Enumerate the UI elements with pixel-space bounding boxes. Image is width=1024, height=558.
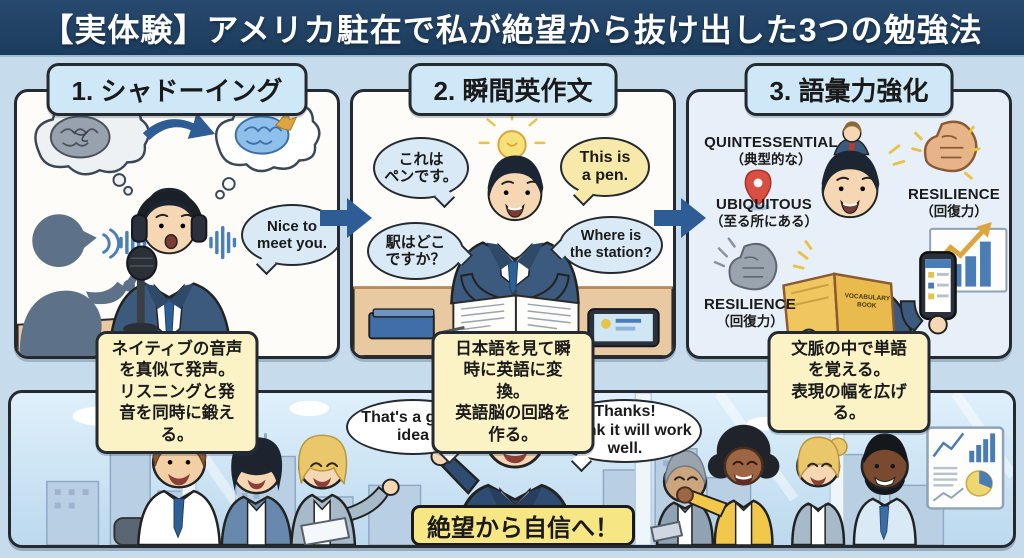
vocab-meaning: （回復力） [920,204,988,219]
sparkle-icon [792,144,906,270]
methods-row: Nice to meet you. 1. シャドーイング ネイティブの音声を真似… [0,57,1024,455]
blue-book-icon [368,308,465,340]
vocabulary-book-icon [782,272,897,350]
vocab-resilience-right: RESILIENCE （回復力） [889,186,1009,220]
flow-arrow-1-icon [320,195,372,241]
panel-instant-composition: これは ペンです。 This is a pen. 駅はどこ ですか？ Where… [350,57,676,455]
person-curly-woman-yellow [676,424,780,545]
vocab-word: UBIQUITOUS [716,196,812,213]
person-blonde-woman-tablet [290,434,400,545]
speech-bubble-this-is-a-pen: This is a pen. [560,137,650,197]
raised-fist-icon [911,120,981,180]
confidence-banner: 絶望から自信へ！ [411,505,635,545]
vocab-quintessential: QUINTESSENTIAL （典型的な） [691,134,851,168]
panel-shadowing: Nice to meet you. 1. シャドーイング ネイティブの音声を真似… [14,57,340,455]
vocab-meaning: （典型的な） [730,152,812,167]
open-notebook-icon [452,294,580,344]
tablet-icon [649,520,684,543]
speech-bubble-eki-wa-doko: 駅はどこ ですか？ [367,222,464,280]
tablet-icon [300,516,351,545]
title-bar: 【実体験】アメリカ駐在で私が絶望から抜け出した3つの勉強法 [0,0,1024,57]
panel-vocabulary: QUINTESSENTIAL （典型的な） UBIQUITOUS （至る所にある… [686,57,1012,433]
tablet-icon [587,308,660,348]
panel2-caption: 日本語を見て瞬時に英語に変換。 英語脳の回路を作る。 [431,331,595,455]
whiteboard-charts [926,426,1005,510]
speech-bubble-kore-wa-pen: これは ペンです。 [373,137,469,199]
person-black-hair-woman [220,437,293,545]
waveform-right-icon [209,225,237,260]
vocab-meaning: （至る所にある） [710,214,818,229]
panel-instant-composition-box: これは ペンです。 This is a pen. 駅はどこ ですか？ Where… [350,89,676,359]
vocab-ubiquitous: UBIQUITOUS （至る所にある） [689,196,839,230]
panel1-header: 1. シャドーイング [46,63,308,116]
vocab-meaning: （回復力） [716,314,784,329]
panel-shadowing-box: Nice to meet you. [14,89,340,359]
phone-icon [919,251,957,335]
sound-waves-icon [102,228,120,259]
flow-arrow-2-icon [654,195,706,241]
panel2-header: 2. 瞬間英作文 [408,63,618,116]
panel-vocabulary-box: QUINTESSENTIAL （典型的な） UBIQUITOUS （至る所にある… [686,89,1012,359]
businessman-avatar-icon [833,121,870,156]
panel3-caption: 文脈の中で単語を覚える。 表現の幅を広げる。 [767,331,931,433]
panel3-header: 3. 語彙力強化 [744,63,954,116]
panel1-caption: ネイティブの音声を真似て発声。 リスニングと発音を同時に鍛える。 [95,331,259,455]
person-bearded-man [852,433,917,545]
location-pin-icon [744,169,772,211]
speech-bubble-where-is-station: Where is the station? [559,216,663,274]
vocab-word: RESILIENCE [907,186,1000,203]
person-blonde-woman-bun [791,436,848,545]
transform-arrow-icon [142,112,216,140]
vocab-word: RESILIENCE [703,296,796,313]
vocab-word: QUINTESSENTIAL [704,134,838,151]
gray-fist-icon [713,237,778,291]
headphones-icon [136,190,202,219]
vocab-resilience-left: RESILIENCE （回復力） [689,296,811,330]
page-title: 【実体験】アメリカ駐在で私が絶望から抜け出した3つの勉強法 [41,11,983,48]
